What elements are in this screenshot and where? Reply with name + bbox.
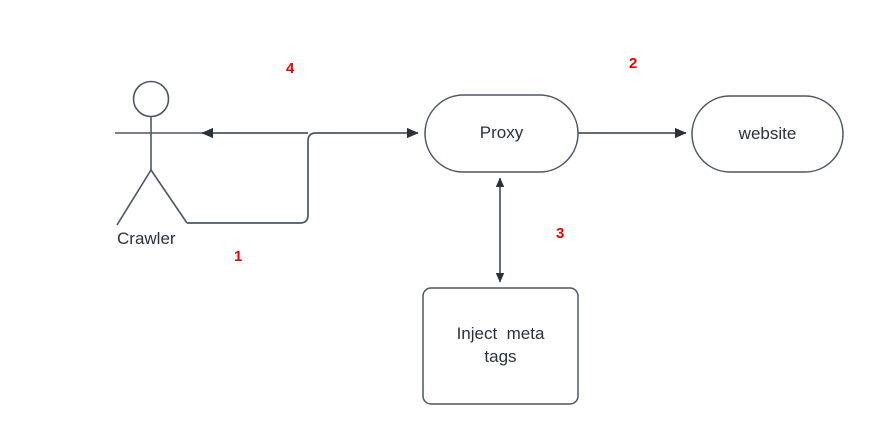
crawler-node-label: Crawler	[117, 229, 176, 248]
proxy-node-shape[interactable]	[424, 94, 579, 173]
step-label-1: 1	[234, 248, 243, 265]
step-label-2: 2	[629, 55, 638, 72]
crawler-stick-figure	[115, 80, 211, 226]
crawler-head-icon	[132, 80, 170, 118]
edge-1-crawler-to-proxy	[187, 127, 419, 224]
step-label-4: 4	[286, 60, 295, 77]
inject-meta-tags-node-shape[interactable]	[422, 287, 579, 405]
crawler-left-leg-line	[116, 169, 152, 226]
crawler-right-leg-line	[150, 169, 188, 224]
step-label-3: 3	[556, 225, 565, 242]
website-node-shape[interactable]	[691, 95, 844, 173]
